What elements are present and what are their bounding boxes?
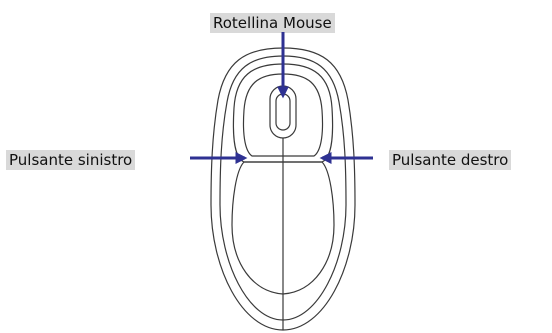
scroll-wheel [276,94,290,130]
